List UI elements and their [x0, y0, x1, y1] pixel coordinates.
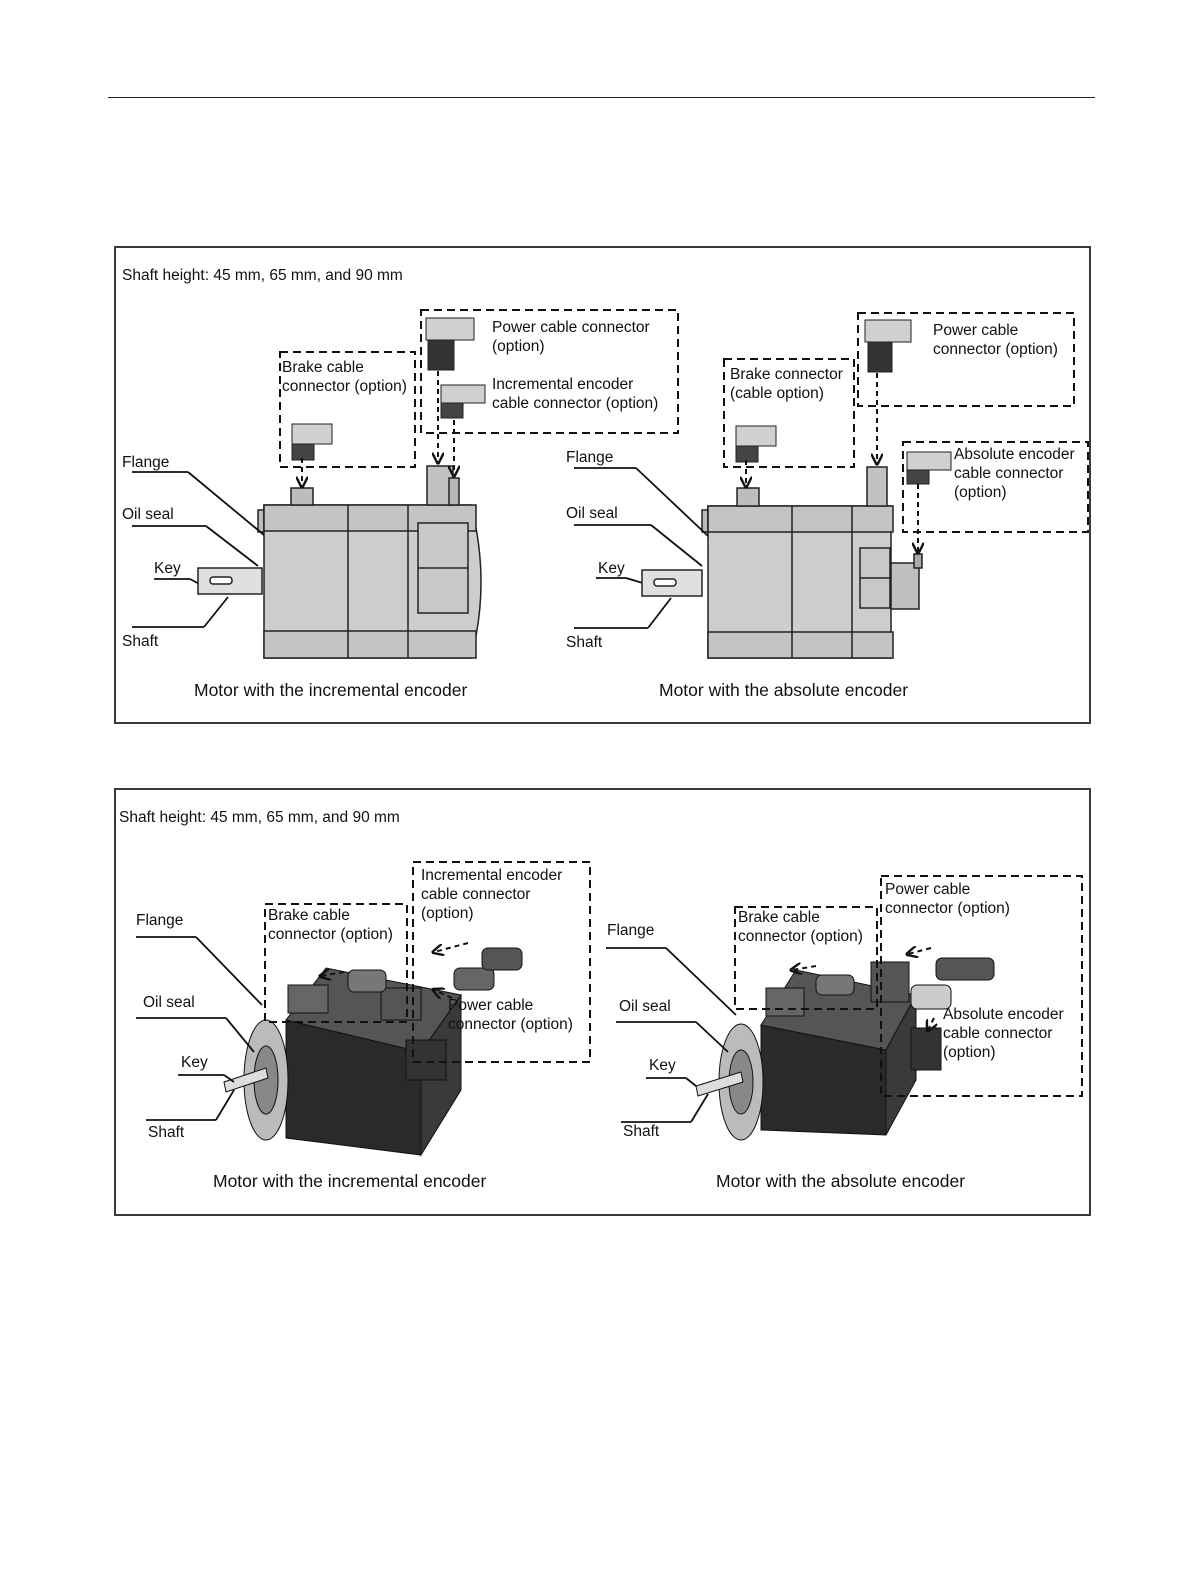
panel1-title: Shaft height: 45 mm, 65 mm, and 90 mm	[122, 267, 403, 284]
shaft-label: Shaft	[148, 1124, 185, 1141]
panel1-callout-boxes	[279, 309, 1089, 533]
panel-3d-views: Shaft height: 45 mm, 65 mm, and 90 mm In…	[114, 788, 1091, 1216]
panel2-insertion-arrows	[321, 942, 934, 1030]
key-label: Key	[181, 1054, 208, 1071]
panel-2d-views: Shaft height: 45 mm, 65 mm, and 90 mm Br…	[114, 246, 1091, 724]
key-label: Key	[649, 1057, 676, 1074]
shaft-label: Shaft	[122, 633, 159, 650]
shaft-label: Shaft	[566, 634, 603, 651]
panel1-drawing	[132, 309, 1089, 659]
incremental-motor-caption: Motor with the incremental encoder	[194, 680, 468, 700]
oil-seal-label: Oil seal	[619, 998, 671, 1015]
brake-connector-label: Brake connector(cable option)	[730, 366, 843, 402]
absolute-motor-side-view	[701, 466, 923, 659]
flange-label: Flange	[122, 454, 170, 471]
absolute-motor-caption: Motor with the absolute encoder	[659, 680, 909, 700]
panel2-leader-lines	[136, 936, 737, 1123]
shaft-label: Shaft	[623, 1123, 660, 1140]
header-rule	[108, 97, 1095, 98]
flange-label: Flange	[607, 922, 655, 939]
oil-seal-label: Oil seal	[566, 505, 618, 522]
flange-label: Flange	[566, 449, 614, 466]
panel2-callout-boxes	[264, 861, 1083, 1097]
oil-seal-label: Oil seal	[143, 994, 195, 1011]
key-label: Key	[154, 560, 181, 577]
incremental-motor-side-view	[257, 465, 482, 659]
absolute-motor-3d-view	[695, 957, 995, 1141]
incremental-motor-3d-view	[223, 947, 523, 1157]
panel2-drawing	[136, 861, 1083, 1157]
panel1-insertion-arrows	[302, 371, 918, 552]
panel1-shafts	[197, 567, 703, 597]
power-cable-connector-label: Power cable connector(option)	[492, 319, 650, 355]
incremental-motor-caption: Motor with the incremental encoder	[213, 1171, 487, 1191]
absolute-motor-caption: Motor with the absolute encoder	[716, 1171, 966, 1191]
key-label: Key	[598, 560, 625, 577]
flange-label: Flange	[136, 912, 184, 929]
panel2-title: Shaft height: 45 mm, 65 mm, and 90 mm	[119, 809, 400, 826]
oil-seal-label: Oil seal	[122, 506, 174, 523]
panel1-connector-icons	[291, 317, 952, 485]
